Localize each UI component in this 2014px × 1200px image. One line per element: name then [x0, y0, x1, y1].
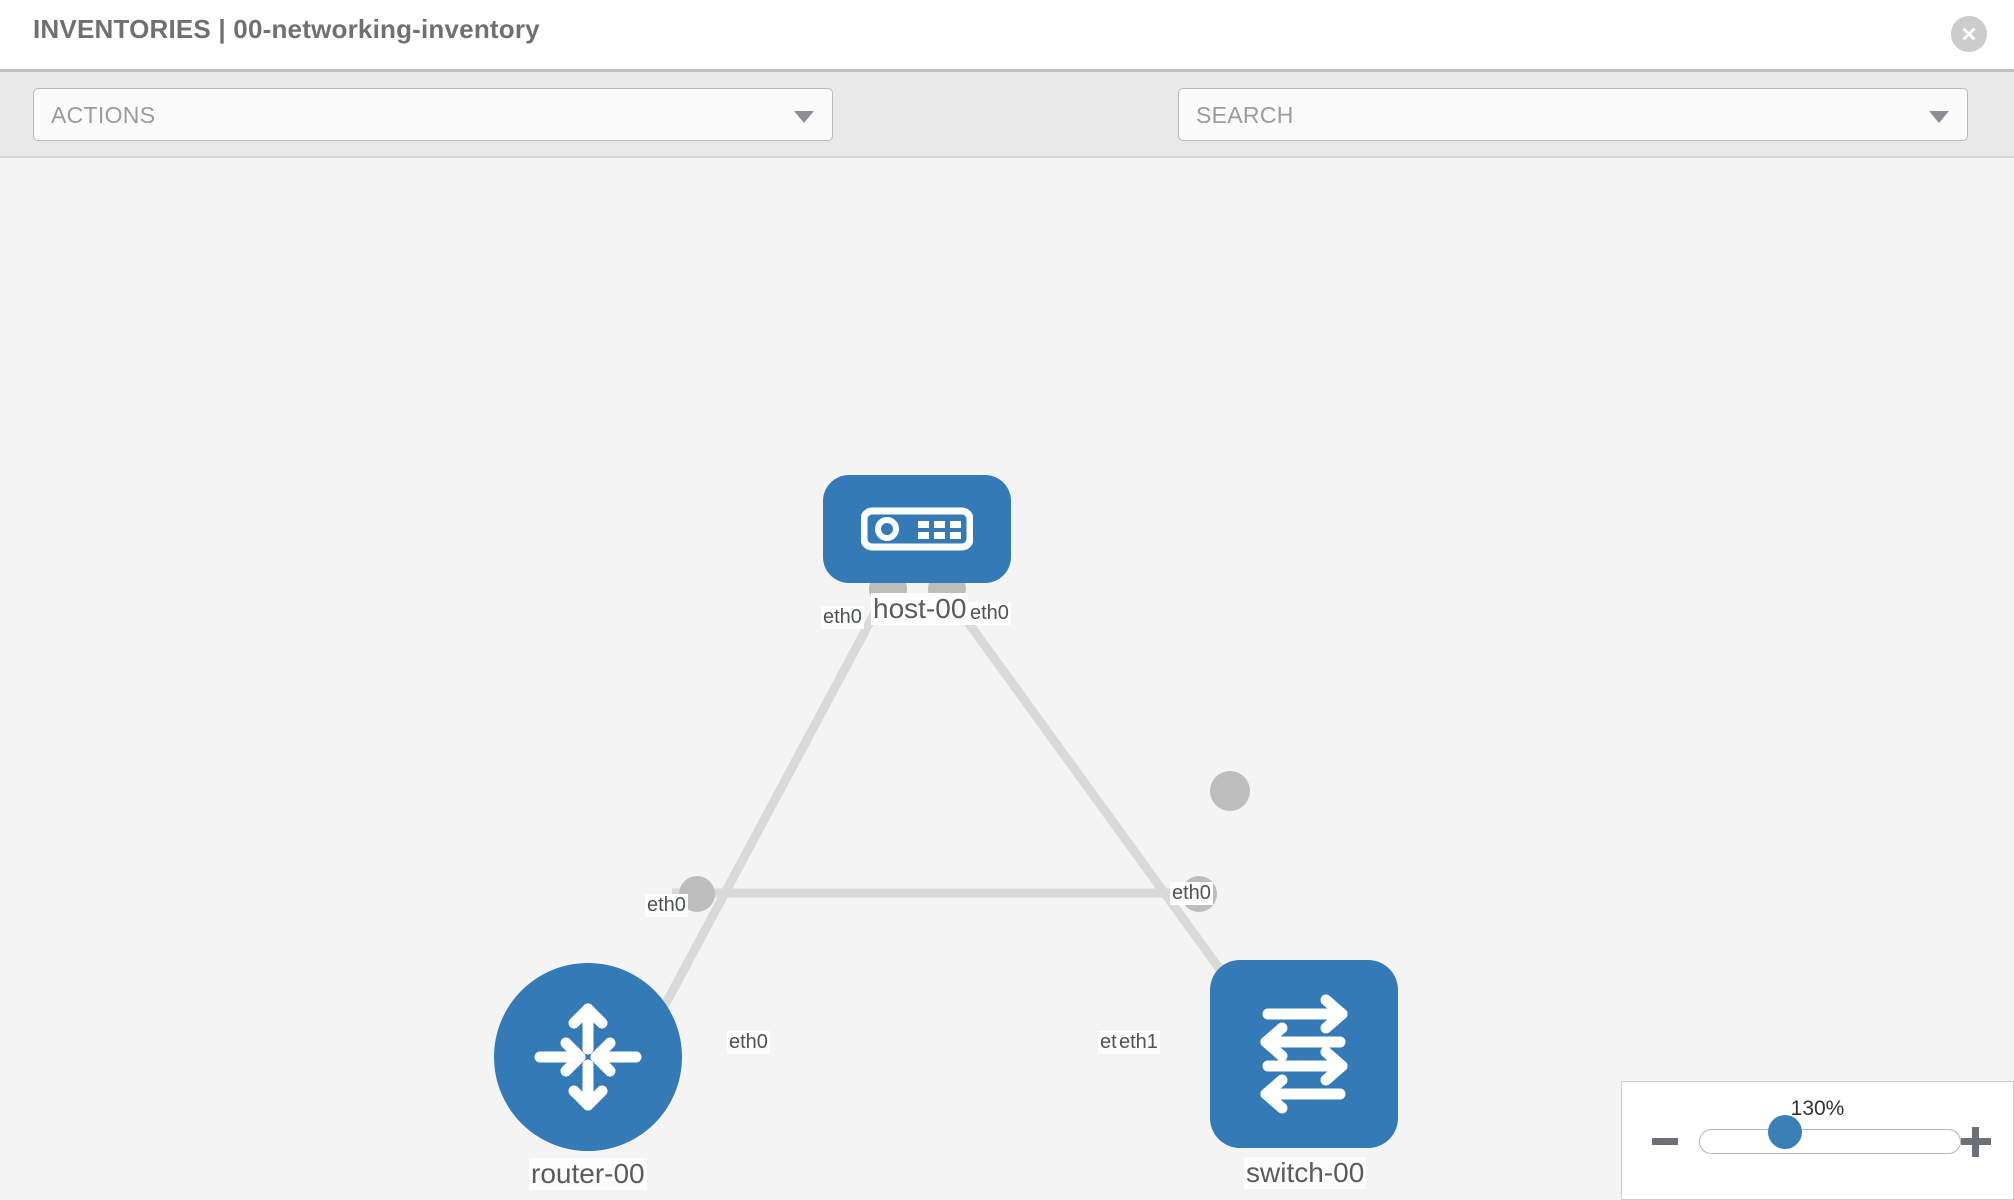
edge-label-switch-up: eth0 — [1170, 882, 1213, 905]
topology-links — [653, 589, 1236, 1023]
zoom-level-value: 130% — [1790, 1097, 1845, 1120]
plus-icon[interactable] — [1959, 1124, 1993, 1158]
router-icon — [534, 1003, 642, 1111]
topology-canvas[interactable]: host-00 router-00 — [0, 158, 2014, 1200]
close-icon-glyph — [1951, 16, 1987, 52]
edge-label-host-right: eth0 — [968, 602, 1011, 625]
chevron-down-icon — [794, 111, 814, 123]
node-label-router-00: router-00 — [529, 1158, 647, 1190]
minus-icon[interactable] — [1650, 1124, 1684, 1158]
switch-icon — [1260, 994, 1348, 1114]
zoom-panel: 130% — [1621, 1081, 2014, 1200]
node-switch-00[interactable] — [1210, 960, 1398, 1148]
link-host-router — [653, 589, 890, 1023]
actions-dropdown-label: ACTIONS — [51, 102, 156, 128]
edge-label-router-right: eth0 — [727, 1031, 770, 1054]
node-host-00[interactable] — [823, 475, 1011, 583]
page-title: INVENTORIES | 00-networking-inventory — [33, 14, 540, 44]
chevron-down-icon — [1929, 111, 1949, 123]
node-label-switch-00: switch-00 — [1244, 1157, 1367, 1189]
link-host-switch — [942, 589, 1236, 989]
search-placeholder: SEARCH — [1196, 102, 1294, 128]
search-input[interactable]: SEARCH — [1178, 88, 1968, 141]
node-switch-00-shape — [1210, 960, 1398, 1148]
page-header: INVENTORIES | 00-networking-inventory — [0, 0, 2014, 69]
zoom-slider-thumb[interactable] — [1768, 1115, 1802, 1149]
zoom-slider[interactable] — [1699, 1129, 1961, 1154]
actions-dropdown[interactable]: ACTIONS — [33, 88, 833, 141]
node-label-host-00: host-00 — [871, 593, 969, 625]
close-icon[interactable] — [1951, 16, 1987, 52]
edge-label-switch-left-front: eth1 — [1117, 1031, 1160, 1054]
minus-icon-glyph — [1652, 1138, 1678, 1145]
edge-label-router-up: eth0 — [645, 894, 688, 917]
plus-icon-glyph-v — [1972, 1127, 1979, 1157]
node-router-00-shape — [494, 963, 682, 1151]
server-icon — [861, 507, 973, 551]
edge-label-host-left: eth0 — [821, 606, 864, 629]
node-host-00-shape — [823, 475, 1011, 583]
node-router-00[interactable] — [494, 963, 682, 1151]
toolbar: ACTIONS SEARCH — [0, 69, 2014, 199]
port-connector-switch-top[interactable] — [1210, 771, 1250, 811]
